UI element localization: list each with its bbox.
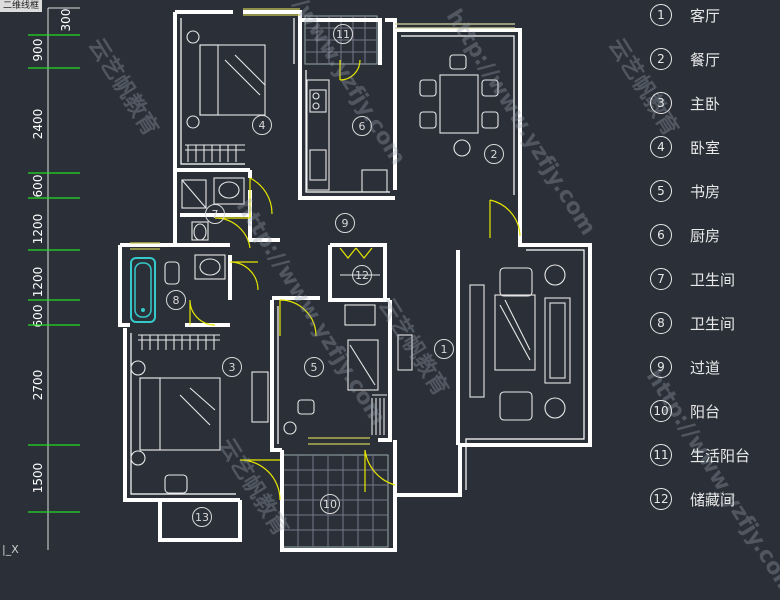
ucs-icon: |_X xyxy=(2,543,19,556)
legend-item: 5 书房 xyxy=(650,178,720,204)
legend-item: 8 卫生间 xyxy=(650,310,735,336)
legend-label: 阳台 xyxy=(690,402,721,421)
legend-label: 餐厅 xyxy=(690,50,721,69)
room-number-3: 3 xyxy=(222,357,242,377)
legend-label: 主卧 xyxy=(690,94,721,113)
room-number-5: 5 xyxy=(304,357,324,377)
legend-label: 生活阳台 xyxy=(690,446,751,465)
legend-number: 6 xyxy=(650,224,672,246)
legend-label: 卫生间 xyxy=(690,270,736,289)
legend-number: 12 xyxy=(650,488,672,510)
legend-number: 11 xyxy=(650,444,672,466)
windows xyxy=(130,8,515,445)
legend-label: 卫生间 xyxy=(690,314,736,333)
legend-item: 7 卫生间 xyxy=(650,266,735,292)
legend-label: 书房 xyxy=(690,182,721,201)
legend-label: 厨房 xyxy=(690,226,721,245)
inner-walls xyxy=(130,18,585,495)
legend-item: 3 主卧 xyxy=(650,90,720,116)
room-number-2: 2 xyxy=(484,144,504,164)
room-number-11: 11 xyxy=(333,24,353,44)
room-number-12: 12 xyxy=(352,265,372,285)
legend-number: 7 xyxy=(650,268,672,290)
dimension-ticks xyxy=(28,34,80,513)
legend-number: 1 xyxy=(650,4,672,26)
furniture xyxy=(130,30,571,494)
legend-item: 12 储藏间 xyxy=(650,486,735,512)
viewport-tab[interactable]: 二维线框 xyxy=(0,0,43,12)
room-number-4: 4 xyxy=(252,115,272,135)
room-number-9: 9 xyxy=(335,213,355,233)
room-legend: 1 客厅 2 餐厅 3 主卧 4 卧室 5 书房 6 厨房 7 卫生间 8 卫生 xyxy=(650,0,780,561)
legend-label: 储藏间 xyxy=(690,490,736,509)
legend-label: 卧室 xyxy=(690,138,721,157)
walls xyxy=(118,10,592,552)
legend-number: 10 xyxy=(650,400,672,422)
room-number-7: 7 xyxy=(205,204,225,224)
room-number-8: 8 xyxy=(166,290,186,310)
legend-number: 4 xyxy=(650,136,672,158)
room-number-6: 6 xyxy=(352,116,372,136)
legend-label: 客厅 xyxy=(690,6,721,25)
legend-item: 9 过道 xyxy=(650,354,720,380)
legend-item: 6 厨房 xyxy=(650,222,720,248)
legend-number: 9 xyxy=(650,356,672,378)
room-number-10: 10 xyxy=(320,494,340,514)
legend-item: 11 生活阳台 xyxy=(650,442,750,468)
room-number-1: 1 xyxy=(434,339,454,359)
legend-label: 过道 xyxy=(690,358,721,377)
dimension-line xyxy=(47,7,80,550)
legend-item: 1 客厅 xyxy=(650,2,720,28)
legend-number: 3 xyxy=(650,92,672,114)
legend-number: 8 xyxy=(650,312,672,334)
room-number-13: 13 xyxy=(192,507,212,527)
bathtub xyxy=(130,257,156,323)
legend-number: 5 xyxy=(650,180,672,202)
legend-item: 10 阳台 xyxy=(650,398,720,424)
legend-number: 2 xyxy=(650,48,672,70)
floor-plan xyxy=(28,7,592,552)
legend-item: 4 卧室 xyxy=(650,134,720,160)
legend-item: 2 餐厅 xyxy=(650,46,720,72)
